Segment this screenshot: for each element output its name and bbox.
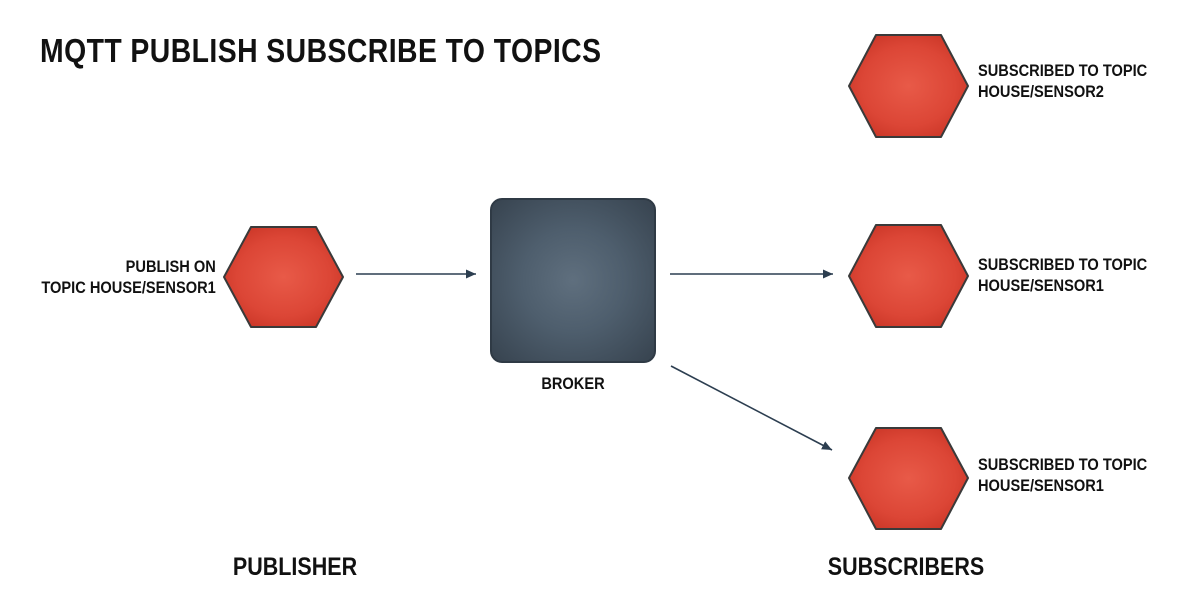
publisher-node [223,226,344,328]
subscriber-2-line1: SUBSCRIBED TO TOPIC [978,255,1148,274]
subscriber-1-line2: HOUSE/SENSOR2 [978,82,1104,101]
subscriber-node-3 [848,427,969,530]
subscriber-2-label: SUBSCRIBED TO TOPIC HOUSE/SENSOR1 [978,254,1147,296]
subscriber-3-line2: HOUSE/SENSOR1 [978,476,1104,495]
publisher-section-label: PUBLISHER [232,553,358,581]
broker-node [490,198,656,363]
subscriber-node-2 [848,224,969,328]
subscriber-node-1 [848,34,969,138]
diagram-title: MQTT PUBLISH SUBSCRIBE TO TOPICS [40,32,602,69]
publisher-topic-label: PUBLISH ON TOPIC HOUSE/SENSOR1 [42,256,216,298]
publisher-topic-line2: TOPIC HOUSE/SENSOR1 [41,278,216,297]
subscribers-section-label: SUBSCRIBERS [827,553,985,581]
broker-label-text: BROKER [541,374,605,393]
subscriber-2-line2: HOUSE/SENSOR1 [978,276,1104,295]
subscriber-1-label: SUBSCRIBED TO TOPIC HOUSE/SENSOR2 [978,60,1147,102]
subscriber-3-line1: SUBSCRIBED TO TOPIC [978,455,1148,474]
arrow-broker-to-subscriber-3 [670,365,833,451]
subscriber-3-label: SUBSCRIBED TO TOPIC HOUSE/SENSOR1 [978,454,1147,496]
publisher-topic-line1: PUBLISH ON [125,257,216,276]
subscriber-1-line1: SUBSCRIBED TO TOPIC [978,61,1148,80]
broker-label: BROKER [530,373,616,394]
